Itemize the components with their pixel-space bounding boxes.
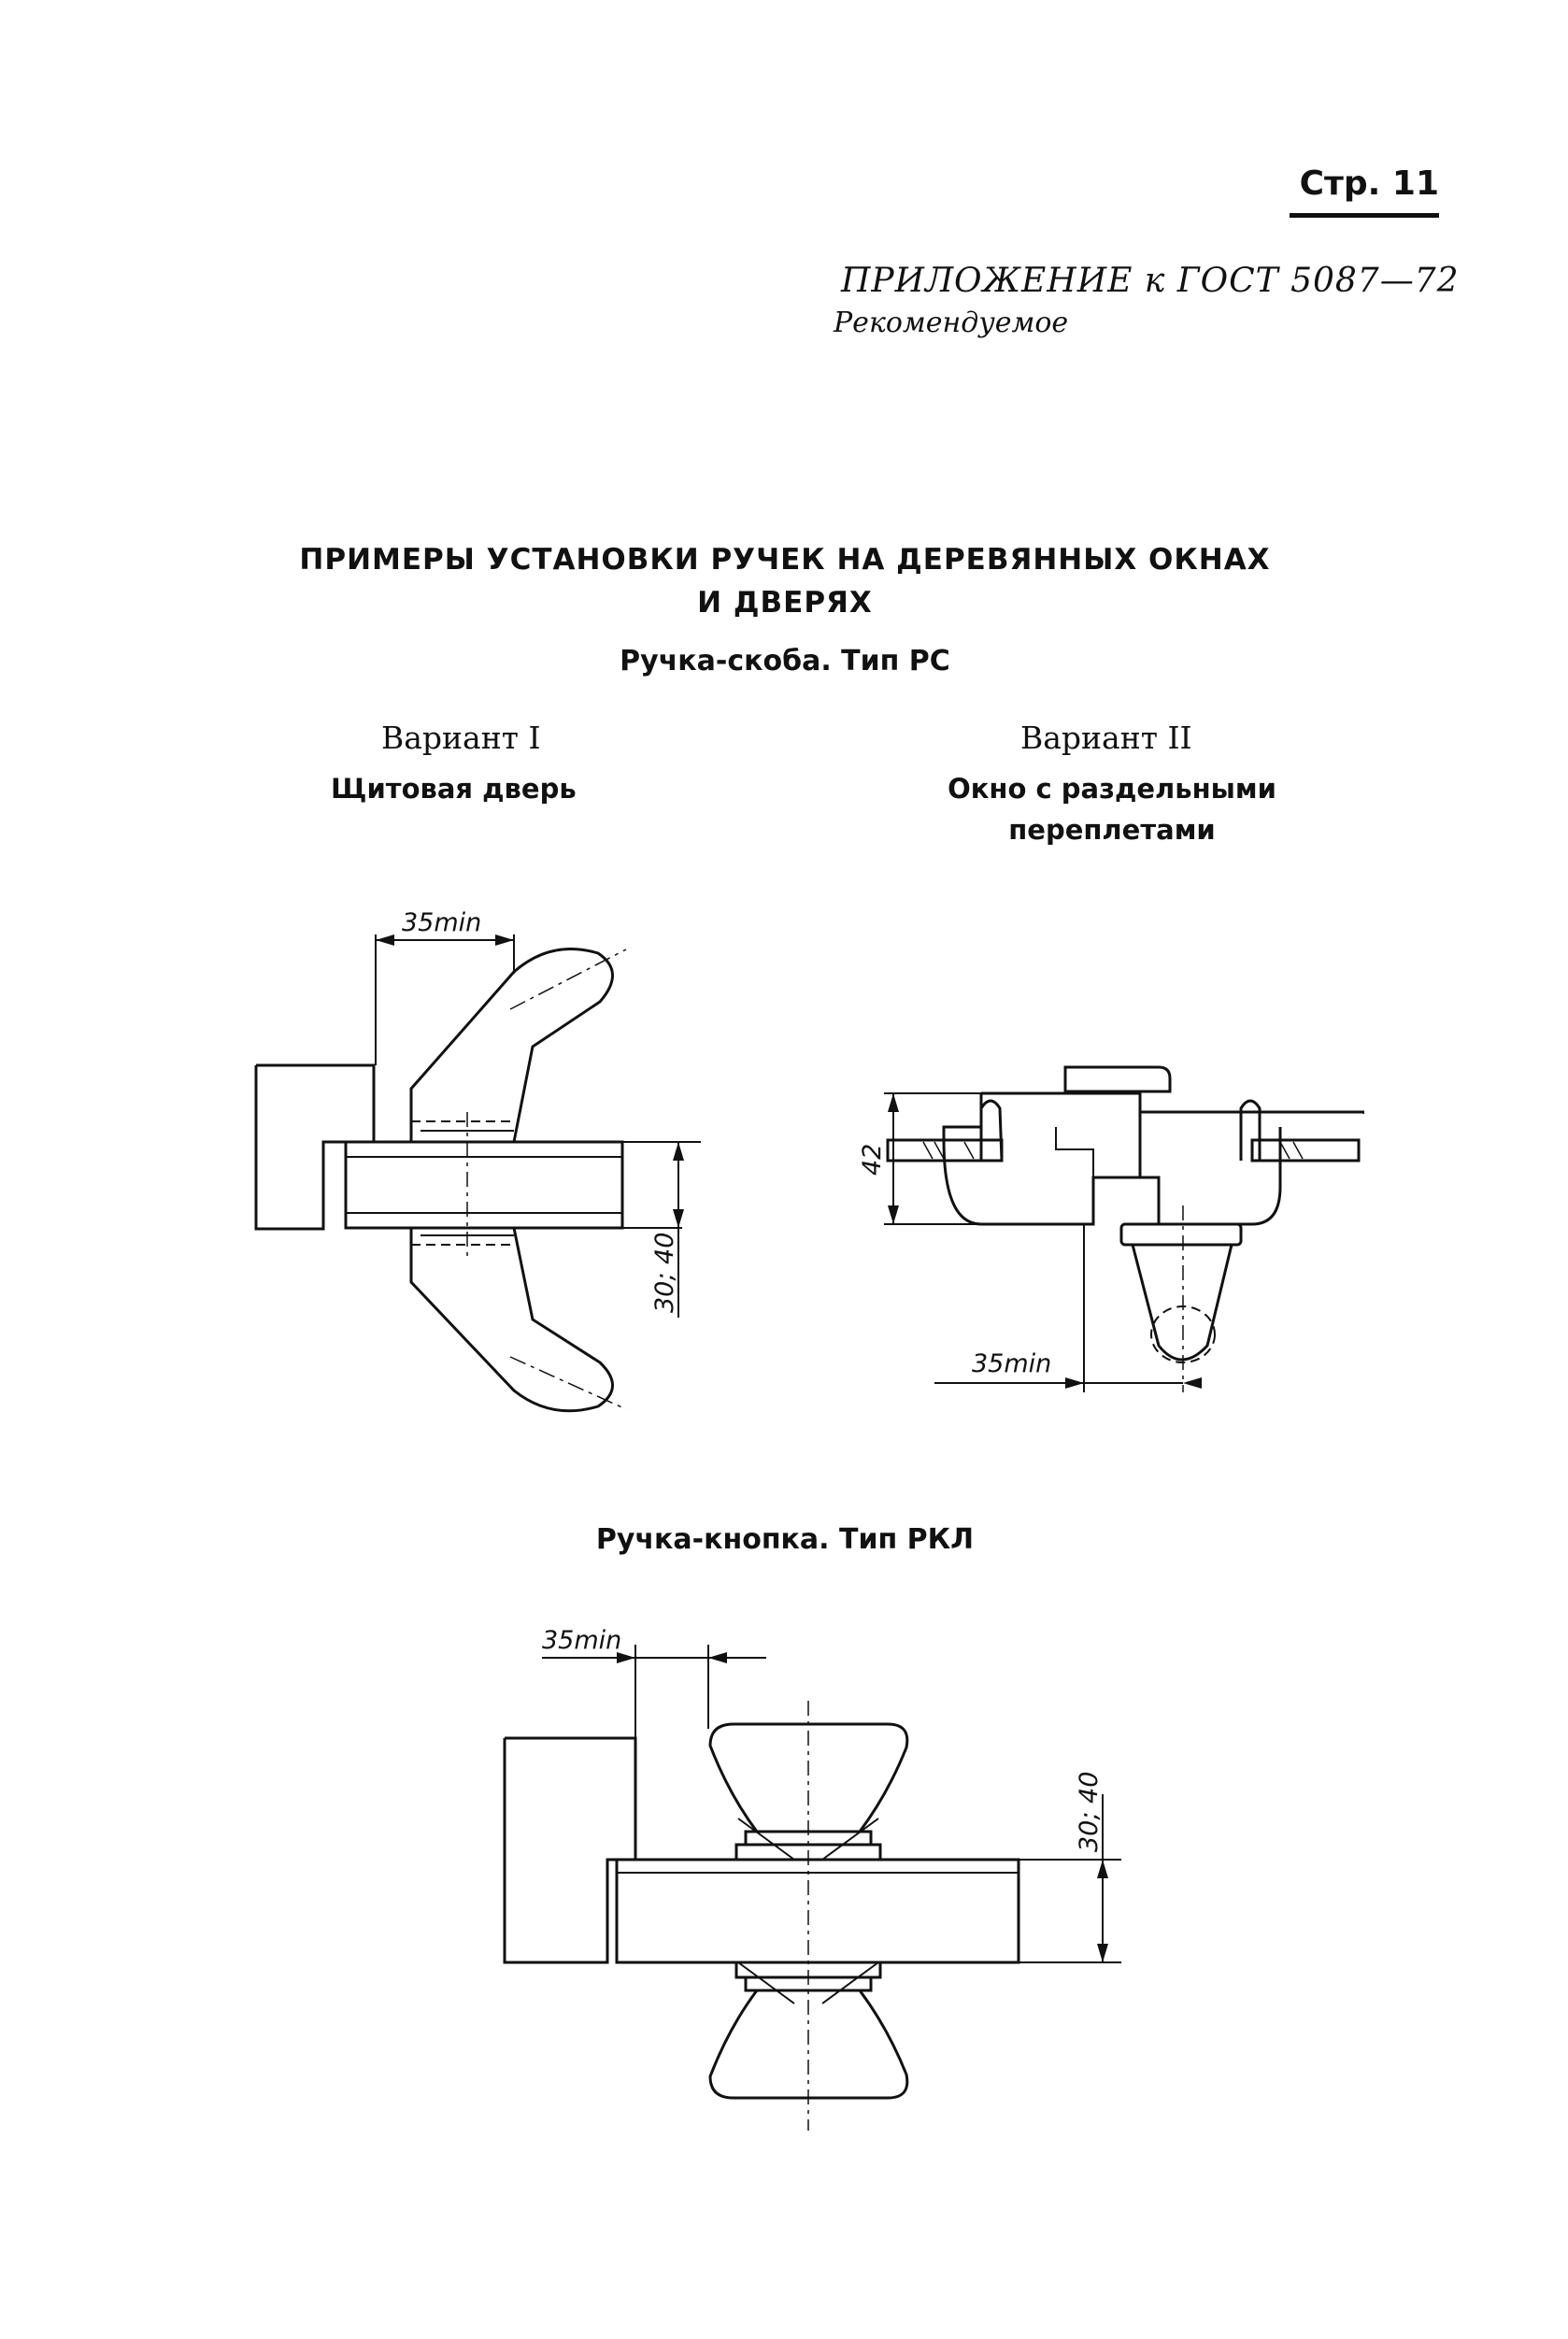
knob-upper-cap	[708, 1722, 909, 1833]
dim4-arrow-left	[1065, 1377, 1084, 1389]
handle-base	[1119, 1222, 1243, 1247]
glass-hatch-2	[934, 1141, 945, 1160]
section-heading-rkl: Ручка-кнопка. Тип РКЛ	[595, 1523, 975, 1556]
variant2-caption: Окно с раздельными переплетами	[916, 768, 1308, 850]
dim4-arrow-right	[1183, 1377, 1202, 1389]
dim2-label: 30; 40	[650, 1233, 679, 1313]
glass-hatch-3	[963, 1141, 975, 1160]
dim4-label: 35min	[972, 1349, 1051, 1378]
handle-upper-axis	[509, 948, 627, 1010]
door-leaf	[344, 1140, 624, 1230]
glass-hatch-5	[1292, 1141, 1304, 1160]
variant1-label: Вариант I	[381, 720, 541, 756]
glass-hatch-1	[922, 1141, 934, 1160]
window-latch	[1063, 1065, 1172, 1093]
dim3-arrow-top	[888, 1093, 899, 1112]
dim1-arrow-right	[495, 934, 514, 946]
knob-lower-cap	[708, 1989, 909, 2100]
handle-lower-axis	[509, 1356, 627, 1410]
handle-body	[1131, 1244, 1233, 1362]
drawing-variant1-door: 35min 30; 40	[254, 908, 701, 1413]
dim5-arrow-left	[617, 1652, 635, 1663]
page-title-line1: ПРИМЕРЫ УСТАНОВКИ РУЧЕК НА ДЕРЕВЯННЫХ ОК…	[299, 543, 1271, 577]
dim1-arrow-left	[376, 934, 394, 946]
dim5-arrow-right	[708, 1652, 727, 1663]
knob-door-leaf	[615, 1858, 1020, 1964]
handle-lower-arm	[409, 1226, 614, 1413]
dim6-label: 30; 40	[1075, 1772, 1104, 1852]
drawing-knob-handle: 35min 30; 40	[503, 1626, 1121, 2131]
handle-upper-arm	[409, 948, 614, 1144]
dim3-label: 42	[858, 1144, 887, 1176]
dim6-arrow-bottom	[1097, 1944, 1108, 1962]
variant2-label: Вариант II	[1020, 720, 1192, 756]
variant2-caption-line1: Окно с раздельными	[948, 773, 1276, 805]
glass-hatch-4	[1279, 1141, 1290, 1160]
knob-lower-cross-b	[821, 1961, 879, 2004]
page-title-line2: И ДВЕРЯХ	[697, 586, 873, 620]
page-number: Стр. 11	[1299, 164, 1439, 203]
variant1-caption: Щитовая дверь	[331, 773, 577, 805]
knob-lower-cross-a	[737, 1961, 795, 2004]
dim2-arrow-top	[673, 1142, 684, 1161]
dim2-arrow-bottom	[673, 1209, 684, 1228]
page-number-rule	[1290, 213, 1439, 218]
window-housing-right	[1138, 1112, 1282, 1226]
door-frame	[254, 1063, 376, 1231]
knob-upper-cross-a	[737, 1818, 795, 1861]
window-housing-top	[981, 1091, 1364, 1114]
variant2-caption-line2: переплетами	[1008, 814, 1216, 846]
glazing-bead-right	[1239, 1099, 1262, 1161]
section-heading-rs: Ручка-скоба. Тип РС	[620, 645, 950, 677]
drawing-variant2-window: 42 35min	[858, 1065, 1364, 1392]
dim6-arrow-top	[1097, 1860, 1108, 1878]
glazing-bead-left	[979, 1099, 1004, 1162]
page-title: ПРИМЕРЫ УСТАНОВКИ РУЧЕК НА ДЕРЕВЯННЫХ ОК…	[280, 538, 1290, 624]
appendix-status: Рекомендуемое	[834, 307, 1069, 339]
window-step	[1055, 1127, 1094, 1177]
dim1-label: 35min	[402, 908, 481, 937]
knob-upper-cross-b	[821, 1818, 879, 1861]
dim3-arrow-bottom	[888, 1205, 899, 1224]
dim5-label: 35min	[542, 1626, 621, 1655]
glass-pane-right	[1250, 1138, 1361, 1162]
appendix-reference: ПРИЛОЖЕНИЕ к ГОСТ 5087—72	[841, 262, 1460, 300]
